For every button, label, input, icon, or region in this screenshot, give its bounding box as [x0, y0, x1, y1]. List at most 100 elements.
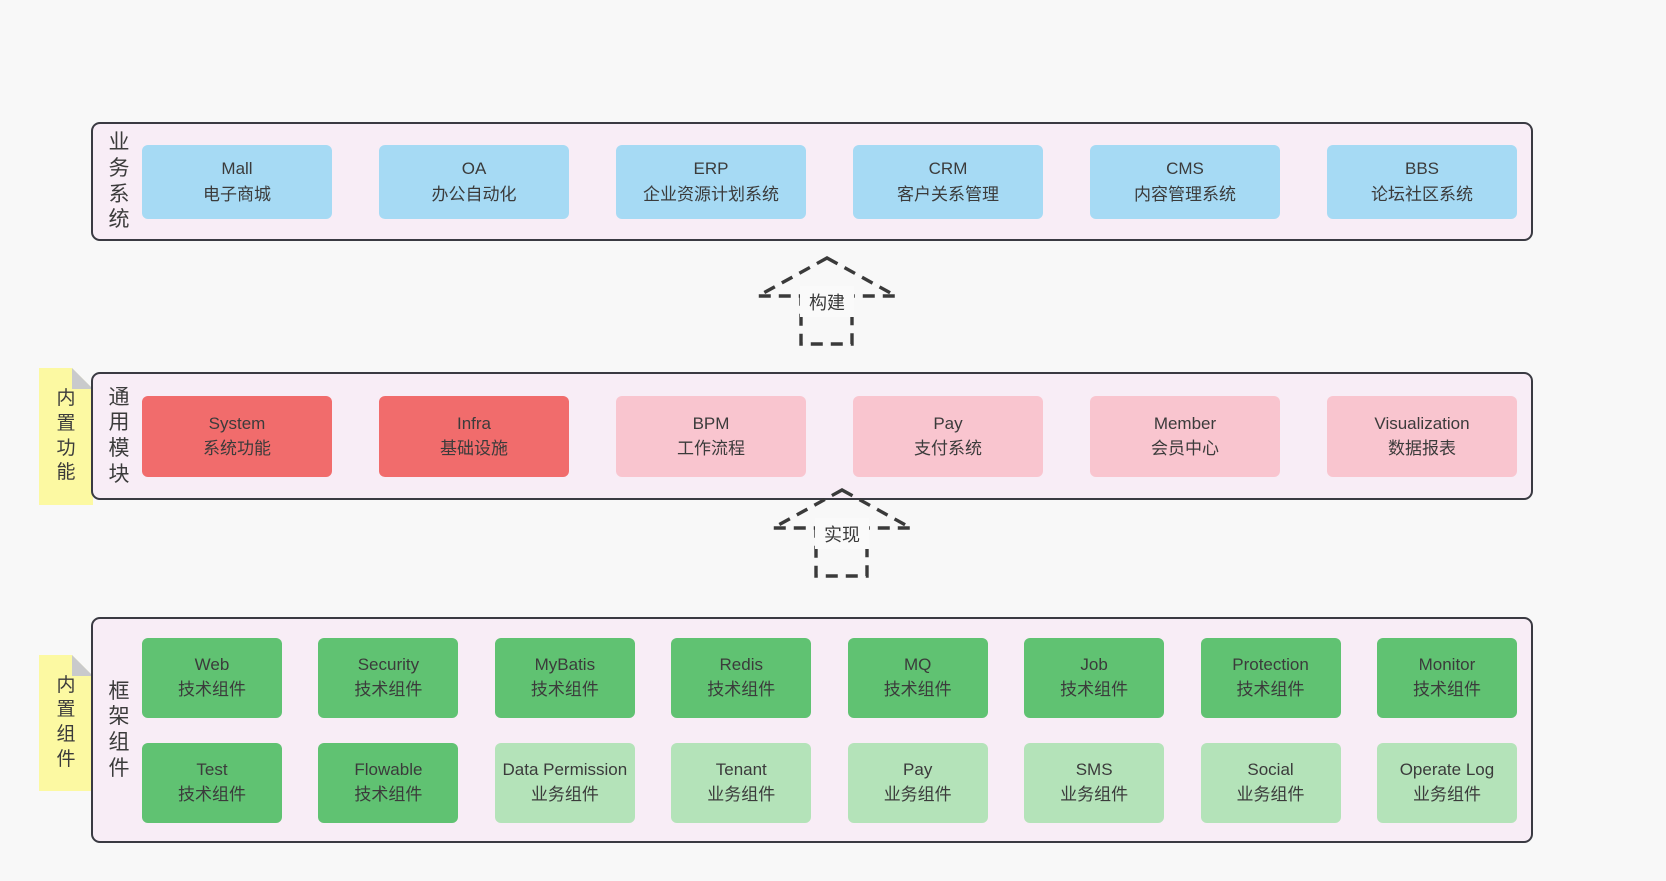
box-subtitle: 业务组件	[530, 784, 599, 804]
box-subtitle: 会员中心	[1151, 439, 1219, 458]
box-title: Web	[194, 654, 230, 674]
box-pay-component: Pay 业务组件	[847, 742, 988, 823]
box-web: Web 技术组件	[142, 637, 282, 718]
box-title: Visualization	[1374, 413, 1470, 433]
box-title: Test	[196, 759, 228, 779]
box-mq: MQ 技术组件	[847, 637, 988, 718]
framework-components-panel: 框架组件 Web 技术组件 Security 技术组件 MyBatis 技术组件…	[91, 617, 1533, 843]
box-title: ERP	[693, 159, 729, 179]
box-title: Social	[1247, 759, 1294, 779]
box-subtitle: 业务组件	[1060, 784, 1129, 804]
business-systems-panel: 业务系统 Mall 电子商城 OA 办公自动化 ERP 企业资源计划系统 CRM…	[91, 122, 1533, 241]
box-title: Monitor	[1418, 654, 1476, 674]
box-title: Tenant	[715, 759, 767, 779]
box-monitor: Monitor 技术组件	[1376, 637, 1517, 718]
box-crm: CRM 客户关系管理	[853, 144, 1043, 219]
box-oa: OA 办公自动化	[379, 144, 569, 219]
box-subtitle: 业务组件	[1236, 784, 1305, 804]
box-title: CRM	[928, 159, 968, 179]
box-title: Mall	[221, 159, 253, 179]
tag-label: 内置功能	[56, 388, 76, 484]
box-subtitle: 技术组件	[530, 679, 599, 699]
box-title: Data Permission	[502, 759, 628, 779]
box-subtitle: 业务组件	[883, 784, 952, 804]
box-data-permission: Data Permission 业务组件	[494, 742, 635, 823]
box-bpm: BPM 工作流程	[616, 395, 806, 477]
box-cms: CMS 内容管理系统	[1090, 144, 1280, 219]
box-title: BPM	[692, 413, 730, 433]
business-panel-label: 业务系统	[108, 131, 130, 232]
box-flowable: Flowable 技术组件	[318, 742, 459, 823]
box-subtitle: 技术组件	[1236, 679, 1305, 699]
implement-arrow-icon: 实现	[772, 488, 912, 578]
box-title: Infra	[456, 413, 492, 433]
box-subtitle: 技术组件	[883, 679, 952, 699]
components-panel-label: 框架组件	[108, 679, 130, 780]
components-row-1: Web 技术组件 Security 技术组件 MyBatis 技术组件 Redi…	[142, 637, 1517, 718]
box-subtitle: 工作流程	[677, 439, 745, 458]
box-subtitle: 技术组件	[707, 679, 776, 699]
common-modules-panel: 通用模块 System 系统功能 Infra 基础设施 BPM 工作流程 Pay…	[91, 372, 1533, 500]
box-title: MQ	[903, 654, 932, 674]
box-subtitle: 办公自动化	[431, 184, 517, 204]
box-title: Pay	[903, 759, 933, 779]
box-tenant: Tenant 业务组件	[671, 742, 812, 823]
box-subtitle: 技术组件	[1060, 679, 1129, 699]
box-subtitle: 技术组件	[178, 784, 246, 804]
box-subtitle: 基础设施	[440, 439, 508, 458]
box-test: Test 技术组件	[142, 742, 282, 823]
box-subtitle: 电子商城	[203, 184, 271, 204]
box-subtitle: 业务组件	[1412, 784, 1481, 804]
components-row-2: Test 技术组件 Flowable 技术组件 Data Permission …	[142, 742, 1517, 823]
box-title: System	[208, 413, 266, 433]
modules-panel-label: 通用模块	[108, 385, 130, 486]
box-mybatis: MyBatis 技术组件	[494, 637, 635, 718]
box-subtitle: 企业资源计划系统	[643, 184, 779, 204]
built-in-features-tag: 内置功能	[39, 368, 93, 505]
box-subtitle: 技术组件	[354, 784, 423, 804]
box-subtitle: 支付系统	[914, 439, 982, 458]
build-arrow-label: 构建	[809, 293, 845, 313]
box-subtitle: 客户关系管理	[897, 184, 999, 204]
sticky-note-shape	[39, 368, 93, 505]
box-job: Job 技术组件	[1024, 637, 1165, 718]
box-social: Social 业务组件	[1200, 742, 1341, 823]
box-subtitle: 技术组件	[178, 679, 246, 699]
box-title: Job	[1080, 654, 1108, 674]
box-member: Member 会员中心	[1090, 395, 1280, 477]
box-mall: Mall 电子商城	[142, 144, 332, 219]
business-boxes-row: Mall 电子商城 OA 办公自动化 ERP 企业资源计划系统 CRM 客户关系…	[142, 144, 1517, 219]
box-erp: ERP 企业资源计划系统	[616, 144, 806, 219]
box-title: Member	[1153, 413, 1217, 433]
box-redis: Redis 技术组件	[671, 637, 812, 718]
tag-label: 内置组件	[56, 674, 76, 770]
box-subtitle: 技术组件	[1412, 679, 1481, 699]
box-subtitle: 系统功能	[203, 439, 271, 458]
box-subtitle: 数据报表	[1388, 439, 1456, 458]
box-visualization: Visualization 数据报表	[1327, 395, 1517, 477]
box-title: Security	[357, 654, 420, 674]
sticky-note-shape	[39, 655, 93, 791]
box-title: Flowable	[354, 759, 423, 779]
box-title: SMS	[1075, 759, 1113, 779]
box-subtitle: 论坛社区系统	[1371, 184, 1473, 204]
box-infra: Infra 基础设施	[379, 395, 569, 477]
box-title: Operate Log	[1399, 759, 1495, 779]
box-operate-log: Operate Log 业务组件	[1376, 742, 1517, 823]
box-title: BBS	[1404, 159, 1440, 179]
box-subtitle: 内容管理系统	[1134, 184, 1236, 204]
implement-arrow-label: 实现	[824, 525, 860, 545]
box-bbs: BBS 论坛社区系统	[1327, 144, 1517, 219]
modules-boxes-row: System 系统功能 Infra 基础设施 BPM 工作流程 Pay 支付系统…	[142, 395, 1517, 477]
box-subtitle: 技术组件	[354, 679, 423, 699]
box-title: Redis	[719, 654, 763, 674]
box-title: Pay	[933, 413, 963, 433]
box-pay-system: Pay 支付系统	[853, 395, 1043, 477]
box-system: System 系统功能	[142, 395, 332, 477]
build-arrow-icon: 构建	[757, 256, 897, 346]
box-title: MyBatis	[534, 654, 596, 674]
box-subtitle: 业务组件	[707, 784, 776, 804]
box-security: Security 技术组件	[318, 637, 459, 718]
box-protection: Protection 技术组件	[1200, 637, 1341, 718]
